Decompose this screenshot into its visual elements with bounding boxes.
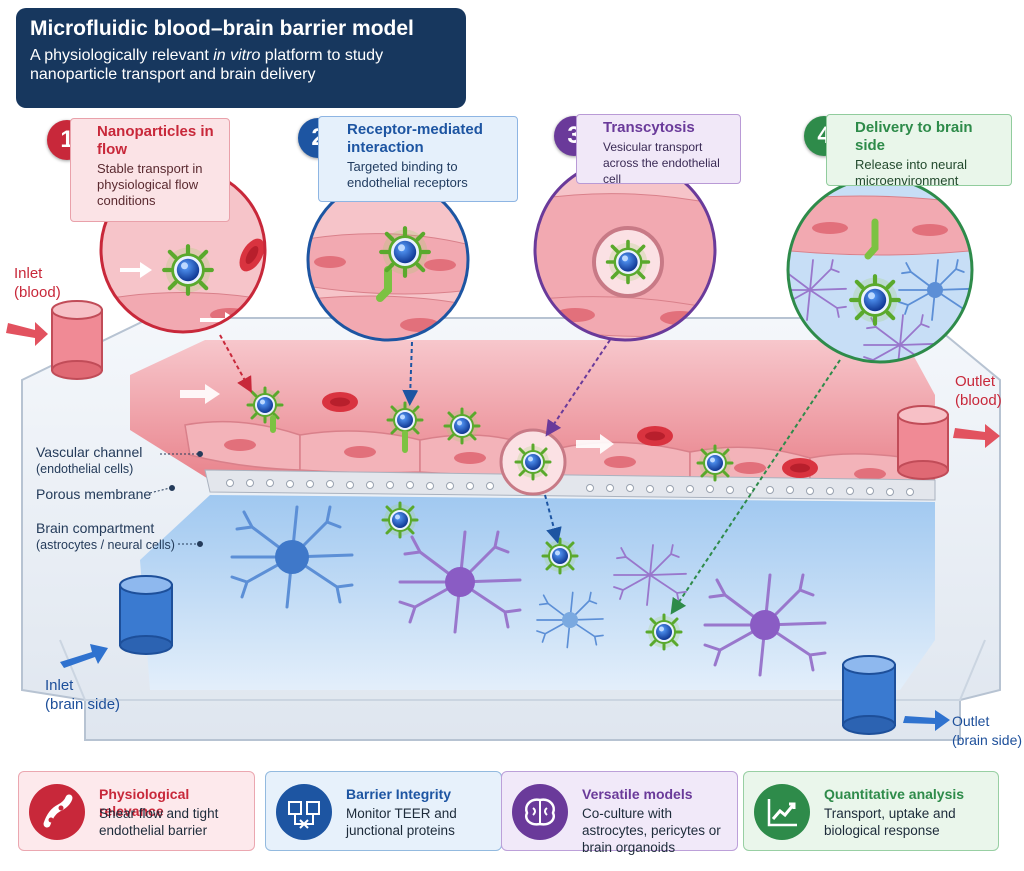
page-subtitle: A physiologically relevant in vitro plat… (30, 46, 452, 84)
feature-title: Quantitative analysis (824, 786, 965, 802)
subtitle-text-end: platform to study nanoparticle transport… (30, 47, 384, 83)
vascular-channel-text: Vascular channel (36, 444, 143, 460)
step-1-callout: Nanoparticles in flow Stable transport i… (70, 118, 230, 222)
subtitle-text: A physiologically relevant (30, 47, 214, 64)
step-2-callout: Receptor-mediated interaction Targeted b… (318, 116, 518, 202)
outlet-brain-label: Outlet (brain side) (952, 712, 1022, 750)
chart-icon (754, 784, 810, 840)
step-2-body: Targeted binding to endothelial receptor… (347, 159, 468, 190)
title-box: Microfluidic blood–brain barrier model A… (16, 8, 466, 108)
feature-card-physiological: Physiological relevance Shear flow and t… (18, 771, 255, 851)
feature-body: Shear flow and tight endothelial barrier (99, 806, 219, 838)
feature-title: Versatile models (582, 786, 693, 802)
outlet-brain-text: Outlet (952, 713, 990, 729)
page-title: Microfluidic blood–brain barrier model (30, 17, 414, 40)
step-4-title: Delivery to brain side (855, 119, 973, 154)
membrane-label: Porous membrane (36, 486, 152, 502)
feature-body: Monitor TEER and junctional proteins (346, 806, 457, 838)
brain-compartment-label: Brain compartment (astrocytes / neural c… (36, 520, 175, 554)
vessel-icon (29, 784, 85, 840)
inlet-blood-label: Inlet (blood) (14, 264, 61, 302)
vascular-channel-sub: (endothelial cells) (36, 462, 134, 476)
outlet-blood-sub: (blood) (955, 392, 1002, 409)
vascular-channel-label: Vascular channel (endothelial cells) (36, 444, 142, 478)
step-4-body: Release into neural microenvironment (855, 157, 968, 188)
brain-compartment-sub: (astrocytes / neural cells) (36, 538, 175, 552)
step-3-title: Transcytosis (603, 119, 695, 136)
measurement-icon (276, 784, 332, 840)
step-1-body: Stable transport in physiological flow c… (97, 161, 203, 208)
inlet-blood-text: Inlet (14, 265, 43, 282)
subtitle-emphasis: in vitro (213, 47, 261, 64)
feature-body: Transport, uptake and biological respons… (824, 806, 956, 838)
feature-card-barrier: Barrier Integrity Monitor TEER and junct… (265, 771, 502, 851)
step-3-body: Vesicular transport across the endotheli… (603, 140, 720, 186)
step-4-callout: Delivery to brain side Release into neur… (826, 114, 1012, 188)
inlet-brain-label: Inlet (brain side) (45, 676, 120, 714)
feature-card-quantitative: Quantitative analysis Transport, uptake … (743, 771, 999, 851)
outlet-blood-label: Outlet (blood) (955, 372, 1002, 410)
feature-body: Co-culture with astrocytes, pericytes or… (582, 806, 721, 855)
feature-card-versatile: Versatile models Co-culture with astrocy… (501, 771, 738, 855)
step-1-title: Nanoparticles in flow (97, 123, 214, 158)
inlet-blood-sub: (blood) (14, 284, 61, 301)
step-3-callout: Transcytosis Vesicular transport across … (576, 114, 741, 186)
inlet-brain-text: Inlet (45, 677, 74, 694)
feature-title: Physiological relevance (99, 786, 190, 819)
brain-compartment-text: Brain compartment (36, 520, 155, 536)
inlet-brain-sub: (brain side) (45, 696, 121, 713)
outlet-blood-text: Outlet (955, 373, 996, 390)
step-2-title: Receptor-mediated interaction (347, 121, 483, 156)
outlet-brain-sub: (brain side) (952, 732, 1023, 748)
feature-title: Barrier Integrity (346, 786, 452, 802)
brain-icon (512, 784, 568, 840)
